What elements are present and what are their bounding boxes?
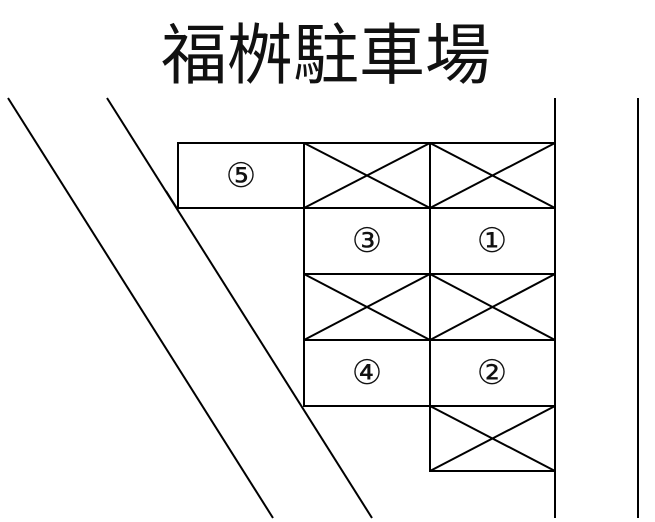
cross-mark-icon [429, 142, 556, 209]
parking-space-1: ① [429, 207, 556, 275]
unavailable-space [429, 273, 556, 341]
space-label: ⑤ [226, 156, 256, 196]
road-edge-outer [7, 97, 274, 519]
road-edge-inner-overlay [165, 190, 179, 211]
unavailable-space [429, 405, 556, 472]
unavailable-space [303, 142, 431, 209]
road-edge-inner [106, 97, 373, 519]
space-label: ① [477, 221, 507, 261]
cross-mark-icon [303, 273, 431, 341]
parking-space-4: ④ [303, 339, 431, 407]
parking-space-5: ⑤ [177, 142, 305, 209]
cross-mark-icon [429, 405, 556, 472]
unavailable-space [429, 142, 556, 209]
space-label: ③ [352, 221, 382, 261]
space-label: ④ [352, 353, 382, 393]
parking-space-2: ② [429, 339, 556, 407]
space-label: ② [477, 353, 507, 393]
cross-mark-icon [303, 142, 431, 209]
parking-space-3: ③ [303, 207, 431, 275]
unavailable-space [303, 273, 431, 341]
lot-title: 福桝駐車場 [161, 17, 491, 94]
cross-mark-icon [429, 273, 556, 341]
